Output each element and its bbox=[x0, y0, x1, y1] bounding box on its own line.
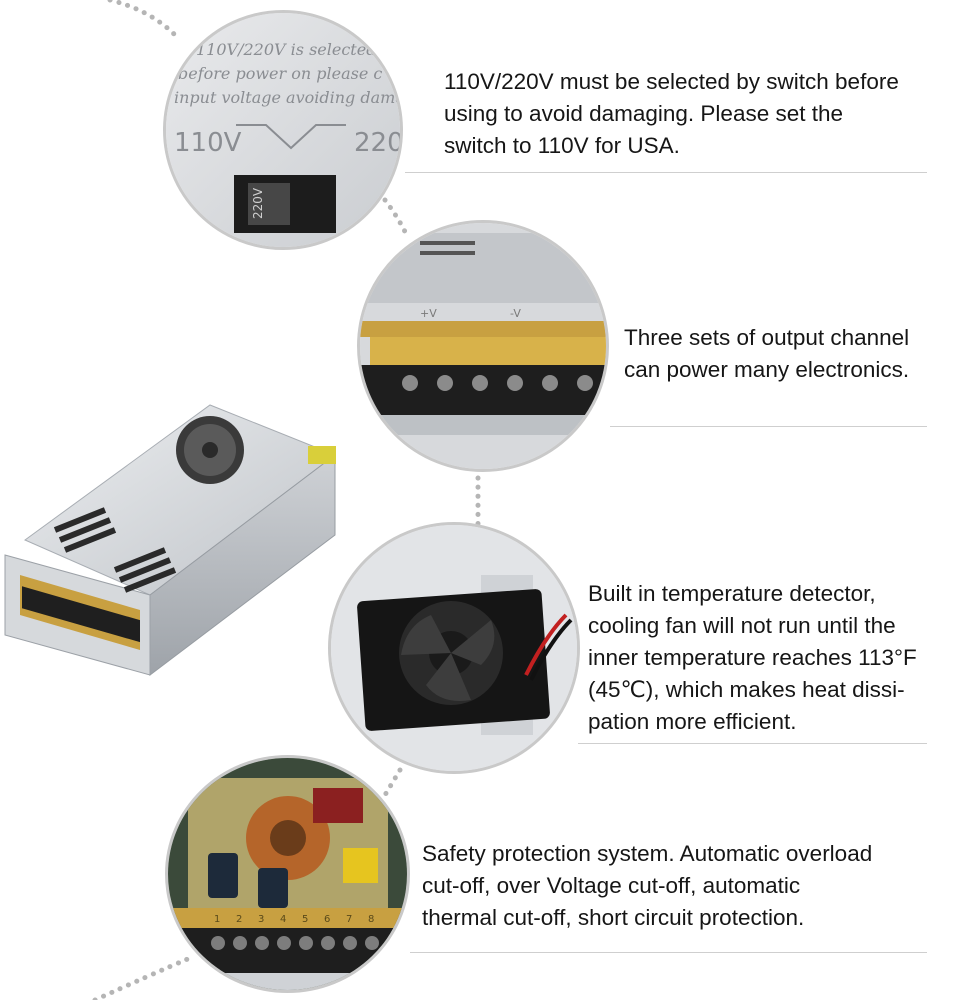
description-line: cooling fan will not run until the bbox=[588, 613, 896, 638]
switch-caption-line-3: input voltage avoiding dama bbox=[174, 88, 403, 107]
description-line: switch to 110V for USA. bbox=[444, 133, 680, 158]
voltage-switch-closeup: 110V/220V is selected by before power on… bbox=[163, 10, 403, 250]
terminal-number: 3 bbox=[258, 914, 264, 925]
switch-label-220: 220 bbox=[354, 128, 403, 158]
divider-line bbox=[405, 172, 927, 173]
divider-line bbox=[610, 426, 927, 427]
divider-line bbox=[578, 743, 927, 744]
terminal-number: 4 bbox=[280, 914, 286, 925]
description-line: Built in temperature detector, bbox=[588, 581, 876, 606]
description-line: cut-off, over Voltage cut-off, automatic bbox=[422, 873, 801, 898]
description-line: inner temperature reaches 113°F bbox=[588, 645, 917, 670]
terminal-number: 6 bbox=[324, 914, 330, 925]
terminal-number: 5 bbox=[302, 914, 308, 925]
switch-setting-label: 220V bbox=[251, 187, 265, 219]
description-line: (45℃), which makes heat dissi- bbox=[588, 677, 905, 702]
description-line: pation more efficient. bbox=[588, 709, 797, 734]
switch-caption-line-1: 110V/220V is selected by bbox=[196, 40, 402, 59]
cooling-fan-description: Built in temperature detector, cooling f… bbox=[588, 578, 917, 738]
terminal-minus-label: -V bbox=[510, 307, 521, 320]
output-channel-description: Three sets of output channel can power m… bbox=[624, 322, 909, 386]
switch-label-110v: 110V bbox=[174, 128, 242, 158]
description-line: Safety protection system. Automatic over… bbox=[422, 841, 873, 866]
terminal-number: 1 bbox=[214, 914, 220, 925]
description-line: 110V/220V must be selected by switch bef… bbox=[444, 69, 899, 94]
pcb-protection-closeup: 1 2 3 4 5 6 7 8 bbox=[165, 755, 410, 993]
description-line: thermal cut-off, short circuit protectio… bbox=[422, 905, 805, 930]
terminal-plus-label: +V bbox=[420, 307, 437, 320]
terminal-number: 2 bbox=[236, 914, 242, 925]
output-terminal-closeup: +V -V bbox=[357, 220, 609, 472]
description-line: Three sets of output channel bbox=[624, 325, 910, 350]
power-supply-unit-image bbox=[4, 404, 337, 677]
voltage-switch-description: 110V/220V must be selected by switch bef… bbox=[444, 66, 899, 162]
divider-line bbox=[410, 952, 927, 953]
switch-caption-line-2: before power on please c bbox=[178, 64, 382, 83]
terminal-number: 8 bbox=[368, 914, 374, 925]
cooling-fan-closeup bbox=[328, 522, 580, 774]
description-line: can power many electronics. bbox=[624, 357, 910, 382]
terminal-number: 7 bbox=[346, 914, 352, 925]
description-line: using to avoid damaging. Please set the bbox=[444, 101, 844, 126]
safety-protection-description: Safety protection system. Automatic over… bbox=[422, 838, 872, 934]
